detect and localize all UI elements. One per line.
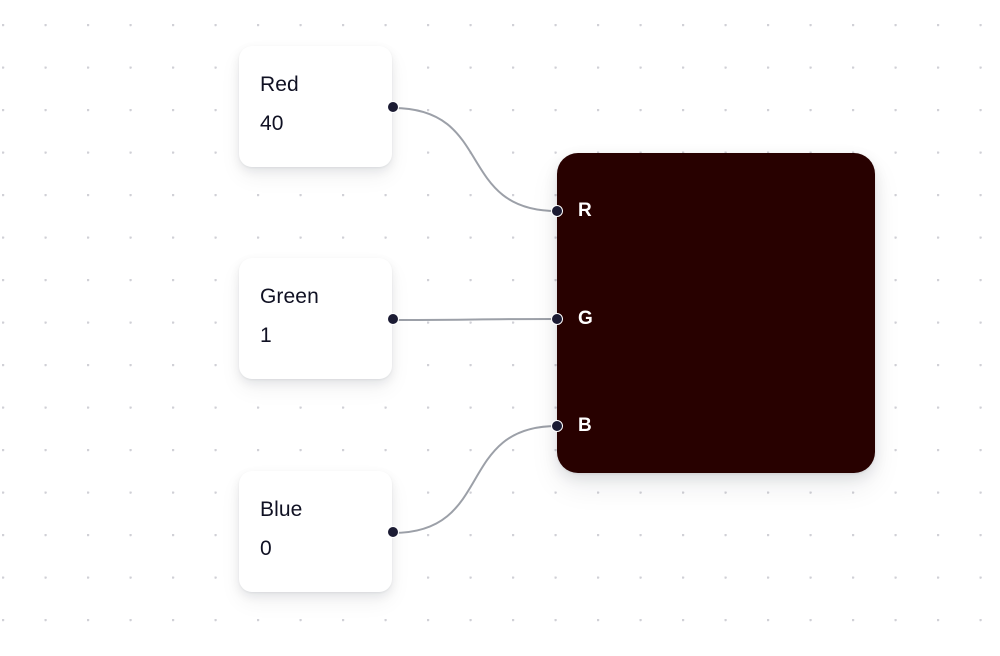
blue-output-handle[interactable] bbox=[387, 526, 399, 538]
node-card-blue[interactable]: Blue 0 bbox=[239, 471, 399, 592]
node-value: 40 bbox=[260, 112, 284, 135]
node-card-red[interactable]: Red 40 bbox=[239, 46, 399, 167]
red-output-handle[interactable] bbox=[387, 101, 399, 113]
port-label-b: B bbox=[578, 415, 592, 436]
green-output-handle[interactable] bbox=[387, 313, 399, 325]
node-title: Green bbox=[260, 285, 319, 308]
node-value: 1 bbox=[260, 324, 272, 347]
b-input-handle[interactable] bbox=[551, 420, 563, 432]
g-input-handle[interactable] bbox=[551, 313, 563, 325]
edge-green-to-g[interactable] bbox=[392, 318, 558, 321]
node-title: Red bbox=[260, 73, 299, 96]
port-label-g: G bbox=[578, 308, 593, 329]
r-input-handle[interactable] bbox=[551, 205, 563, 217]
node-value: 0 bbox=[260, 537, 272, 560]
color-preview-node[interactable]: R G B bbox=[551, 153, 875, 473]
edge-blue-to-b[interactable] bbox=[392, 425, 558, 534]
node-title: Blue bbox=[260, 498, 303, 521]
port-label-r: R bbox=[578, 200, 592, 221]
node-card-green[interactable]: Green 1 bbox=[239, 258, 399, 379]
edge-red-to-r[interactable] bbox=[392, 107, 558, 212]
